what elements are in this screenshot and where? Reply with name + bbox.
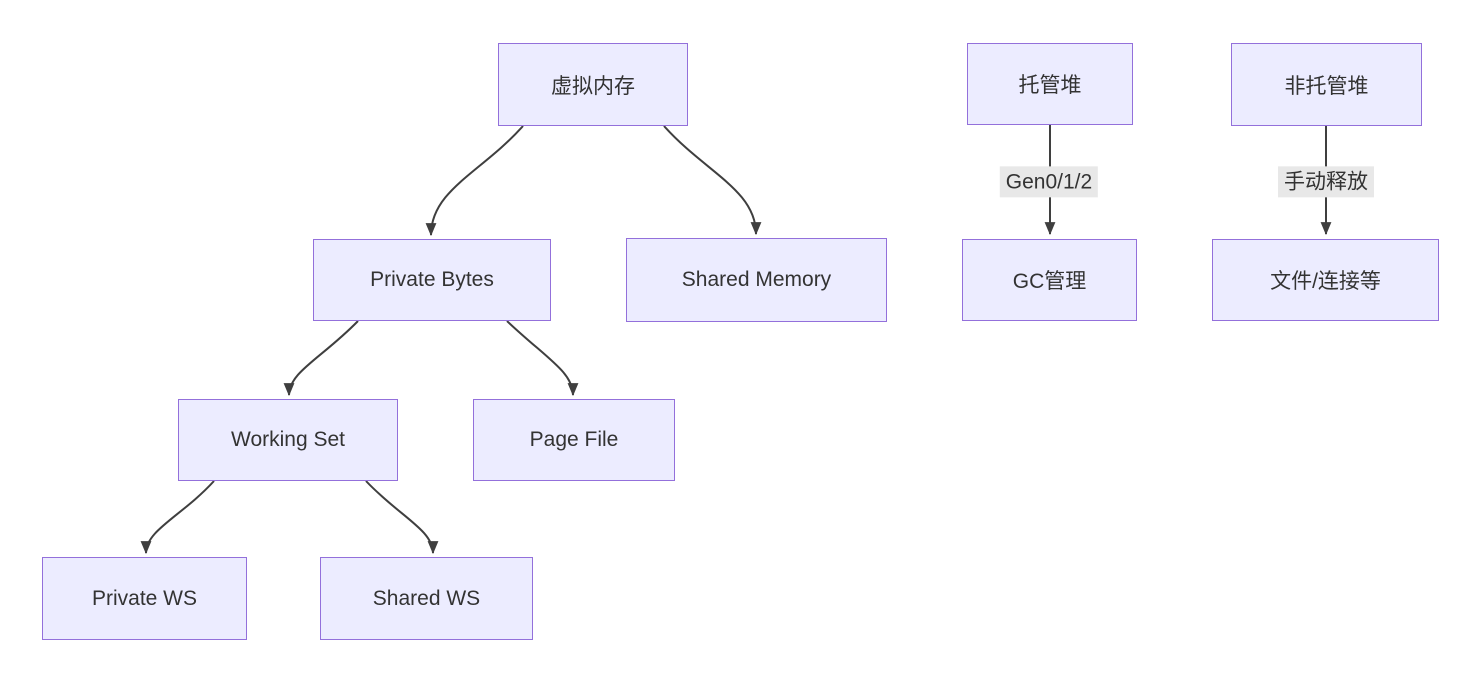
node-label: Shared WS	[372, 586, 481, 610]
edge-working-set-to-private-ws	[140, 480, 215, 555]
node-files-connections: 文件/连接等	[1212, 239, 1439, 321]
node-virtual-memory: 虚拟内存	[498, 43, 688, 126]
node-label: Page File	[529, 428, 619, 451]
node-label: Working Set	[231, 428, 345, 451]
node-page-file: Page File	[473, 399, 675, 481]
node-label: 托管堆	[1018, 74, 1082, 97]
node-managed-heap: 托管堆	[967, 43, 1133, 125]
edge-working-set-to-shared-ws	[365, 480, 439, 555]
node-label: Private Bytes	[370, 268, 494, 291]
node-shared-memory: Shared Memory	[626, 238, 887, 322]
node-shared-ws: Shared WS	[320, 557, 533, 640]
node-label: Private WS	[91, 586, 198, 610]
node-label: 文件/连接等	[1270, 270, 1381, 293]
edge-private-bytes-to-page-file	[506, 320, 579, 397]
edge-label-manual-release: 手动释放	[1278, 166, 1374, 198]
node-label: 非托管堆	[1284, 74, 1369, 98]
node-working-set: Working Set	[178, 399, 398, 481]
node-label: Shared Memory	[681, 268, 832, 291]
edge-private-bytes-to-working-set	[283, 320, 359, 397]
edge-virtual-memory-to-shared-memory	[663, 125, 762, 236]
node-label: GC管理	[1012, 270, 1087, 293]
edge-virtual-memory-to-private-bytes	[425, 125, 524, 237]
node-private-ws: Private WS	[42, 557, 247, 640]
node-gc-managed: GC管理	[962, 239, 1137, 321]
node-unmanaged-heap: 非托管堆	[1231, 43, 1422, 126]
node-label: 虚拟内存	[551, 74, 635, 98]
node-private-bytes: Private Bytes	[313, 239, 551, 321]
edge-label-gen012: Gen0/1/2	[999, 166, 1099, 198]
